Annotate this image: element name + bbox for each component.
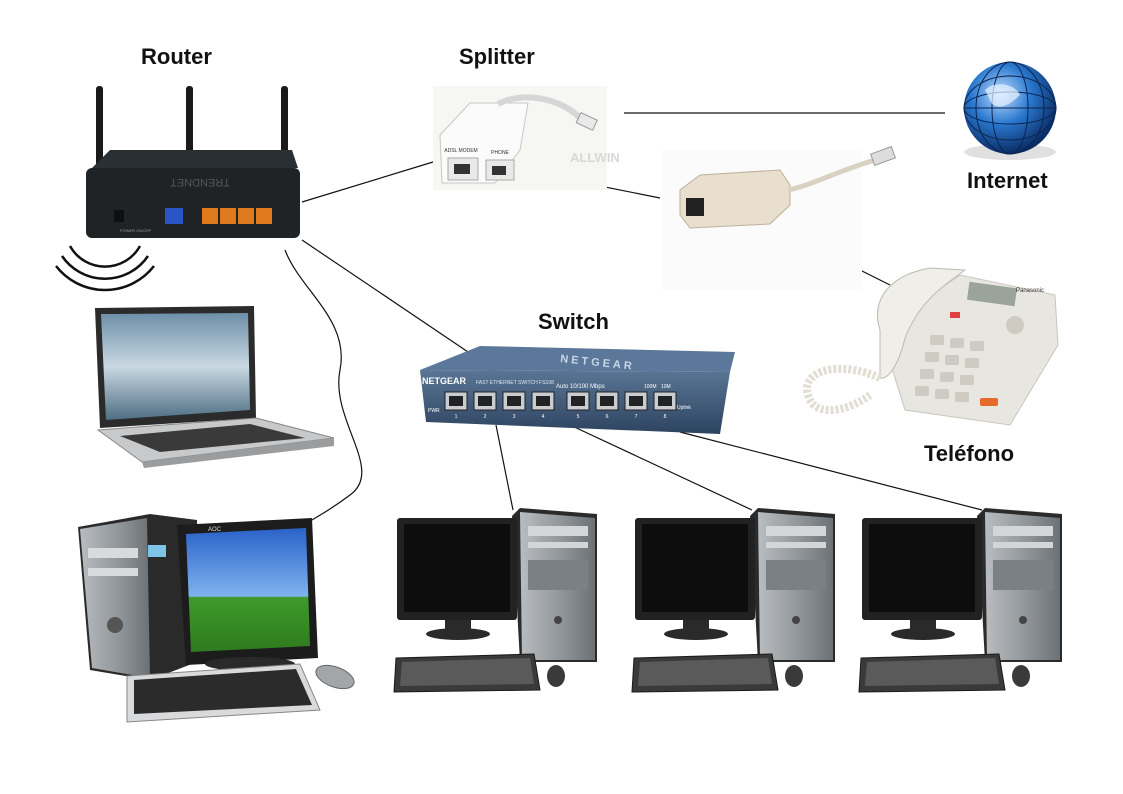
switch-port: 2 (473, 391, 497, 420)
switch-port: 7 (624, 391, 648, 420)
switch-port: 4 (531, 391, 555, 420)
svg-text:POWER ON/OFF: POWER ON/OFF (120, 228, 152, 233)
splitter-label: Splitter (459, 44, 535, 69)
telephone-icon: Panasonic (803, 267, 1059, 426)
switch-port-number: 6 (606, 414, 609, 420)
laptop-icon (95, 306, 335, 468)
desktop-computer-icon: AOC (78, 514, 355, 723)
switch-port-number: 5 (577, 414, 580, 420)
link-router-splitter (301, 161, 434, 203)
switch-led-100m: 100M (644, 384, 657, 390)
splitter-port-adsl: ADSL MODEM (444, 148, 477, 154)
wifi-signal-icon (55, 245, 155, 292)
splitter-icon: ADSL MODEM PHONE ALLWIN (433, 86, 620, 190)
switch-led-10m: 10M (661, 384, 671, 390)
switch-port-number: 7 (635, 414, 638, 420)
link-router-desktop (284, 249, 363, 521)
workstation-computer-icon (858, 508, 1062, 693)
telefono-label: Teléfono (924, 441, 1014, 466)
workstation-computer-icon (393, 508, 597, 693)
switch-port: 6 (595, 391, 619, 420)
workstation-computer-icon (631, 508, 835, 693)
link-switch-pc3 (679, 431, 983, 511)
switch-model: FAST ETHERNET SWITCH FS108 (476, 380, 554, 386)
link-switch-pc2 (569, 424, 753, 511)
switch-port-number: 8 (664, 414, 667, 420)
switch-pwr: PWR (428, 408, 440, 414)
link-switch-pc1 (495, 424, 514, 511)
internet-label: Internet (967, 168, 1048, 193)
router-label: Router (141, 44, 212, 69)
switch-uplink: Uplink (677, 405, 691, 411)
switch-port: 3 (502, 391, 526, 420)
splitter-brand: ALLWIN (570, 150, 620, 165)
switch-port-number: 4 (542, 414, 545, 420)
switch-port-number: 2 (484, 414, 487, 420)
switch-port-number: 3 (513, 414, 516, 420)
switch-port: 5 (566, 391, 590, 420)
splitter-port-phone: PHONE (491, 150, 509, 156)
workstations (393, 508, 1062, 693)
phone-filter-icon (662, 145, 897, 290)
switch-icon: NETGEAR NETGEAR FAST ETHERNET SWITCH FS1… (420, 346, 735, 434)
router-icon: TRENDNET POWER ON/OFF (86, 86, 300, 238)
switch-ports: 1 2 3 4 5 6 7 8 (444, 391, 677, 420)
router-brand: TRENDNET (170, 176, 230, 188)
switch-brand: NETGEAR (422, 376, 467, 386)
switch-label: Switch (538, 309, 609, 334)
switch-port: 1 (444, 391, 468, 420)
link-router-switch (301, 239, 475, 357)
switch-port-number: 1 (455, 414, 458, 420)
globe-icon (963, 61, 1057, 160)
switch-port: 8 (653, 391, 677, 420)
monitor-brand: AOC (208, 527, 222, 533)
switch-speed: Auto 10/100 Mbps (556, 384, 605, 390)
phone-brand: Panasonic (1016, 288, 1044, 294)
